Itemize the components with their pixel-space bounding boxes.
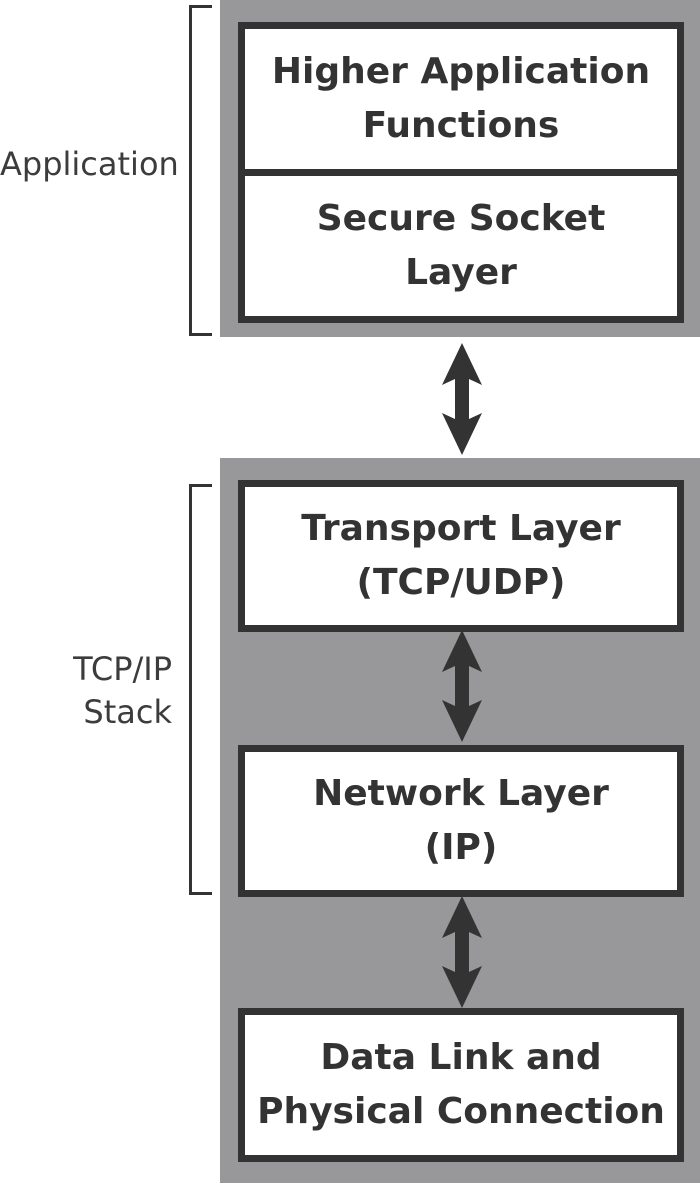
layer-title-line: Network Layer [313, 773, 609, 814]
layer-title-line: Higher Application [271, 51, 651, 92]
higher-application-functions-box: Higher Application Functions [238, 22, 684, 176]
tcpip-stack-bracket [189, 484, 212, 895]
double-arrow-icon [442, 896, 482, 1008]
application-label: Application [0, 145, 179, 183]
layer-title-line: (IP) [424, 827, 498, 868]
layer-title-line: Data Link and [320, 1037, 602, 1078]
layer-title-line: (TCP/UDP) [356, 562, 566, 603]
layer-title-line: Functions [362, 105, 560, 146]
data-link-physical-box: Data Link and Physical Connection [238, 1008, 684, 1162]
layer-title-line: Physical Connection [257, 1091, 665, 1132]
network-layer-box: Network Layer (IP) [238, 745, 684, 897]
double-arrow-icon [442, 343, 482, 455]
tcpip-stack-label: TCP/IP Stack [73, 650, 172, 731]
application-bracket [189, 5, 212, 336]
layer-title-line: Transport Layer [301, 508, 621, 549]
double-arrow-icon [442, 630, 482, 742]
layer-title-line: Layer [405, 252, 517, 293]
layer-title-line: Secure Socket [316, 198, 606, 239]
secure-socket-layer-box: Secure Socket Layer [238, 169, 684, 323]
transport-layer-box: Transport Layer (TCP/UDP) [238, 480, 684, 632]
